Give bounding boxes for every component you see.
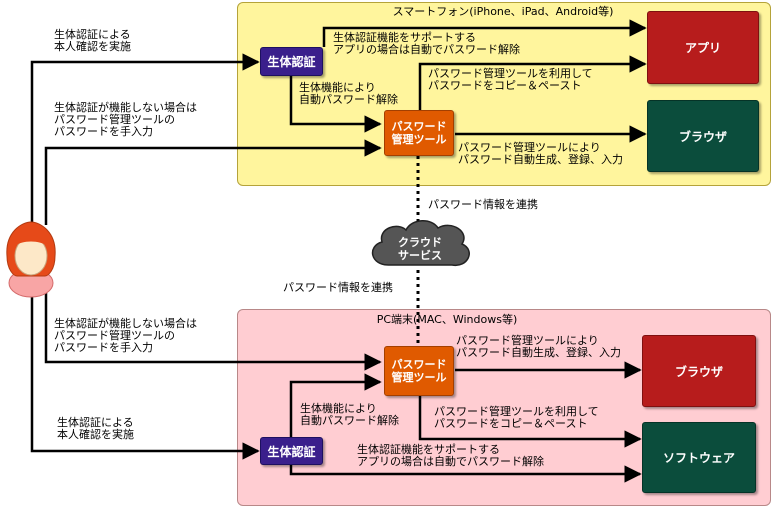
smartphone-zone-title: スマートフォン(iPhone、iPad、Android等) (392, 5, 614, 18)
arrow-sp-pwm-to-app (418, 55, 647, 110)
sp-biometric-auth-box: 生体認証 (260, 47, 323, 76)
arrow-user-to-pc-pwm (44, 290, 382, 371)
pc-software-box: ソフトウェア (642, 422, 756, 493)
cloud-shape (371, 220, 470, 266)
sp-browser-box: ブラウザ (647, 100, 759, 172)
label-sp-auto-unlock: 生体機能により 自動パスワード解除 (299, 81, 398, 106)
label-sync-bottom: パスワード情報を連携 (283, 281, 393, 294)
sp-app-box: アプリ (647, 11, 759, 84)
arrow-user-to-sp-auth (30, 53, 260, 225)
pc-zone-title: PC端末(MAC、Windows等) (376, 313, 518, 326)
pc-browser-box: ブラウザ (642, 335, 756, 407)
cloud-service-label: クラウド サービス (398, 236, 442, 262)
arrow-sp-auth-to-pwm (289, 76, 382, 133)
pc-password-manager-box: パスワード 管理ツール (384, 346, 454, 396)
sp-password-manager-box: パスワード 管理ツール (384, 110, 454, 156)
label-sp-support: 生体認証機能をサポートする アプリの場合は自動でパスワード解除 (333, 31, 520, 56)
arrow-user-to-pc-auth (30, 290, 260, 460)
label-sp-autogen: パスワード管理ツールにより パスワード自動生成、登録、入力 (458, 141, 623, 166)
label-user-bottom-manual: 生体認証が機能しない場合は パスワード管理ツールの パスワードを手入力 (54, 317, 197, 354)
label-pc-support: 生体認証機能をサポートする アプリの場合は自動でパスワード解除 (357, 443, 544, 468)
label-user-bottom-auth: 生体認証による 本人確認を実施 (57, 416, 134, 441)
arrow-pc-pwm-to-software (418, 396, 642, 448)
label-pc-copy-paste: パスワード管理ツールを利用して パスワードをコピー＆ペースト (434, 405, 599, 430)
label-sync-top: パスワード情報を連携 (428, 198, 538, 211)
arrow-sp-auth-to-app (322, 19, 647, 47)
label-pc-auto-unlock: 生体機能により 自動パスワード解除 (300, 402, 399, 427)
label-user-top-manual: 生体認証が機能しない場合は パスワード管理ツールの パスワードを手入力 (54, 101, 197, 138)
label-sp-copy-paste: パスワード管理ツールを利用して パスワードをコピー＆ペースト (428, 67, 593, 92)
arrow-pc-auth-to-pwm (289, 373, 382, 437)
pc-biometric-auth-box: 生体認証 (260, 437, 323, 465)
label-pc-autogen: パスワード管理ツールにより パスワード自動生成、登録、入力 (456, 334, 621, 359)
arrow-pc-auth-to-software (289, 465, 642, 483)
user-avatar (6, 221, 56, 298)
label-user-top-auth: 生体認証による 本人確認を実施 (54, 28, 131, 53)
arrow-user-to-sp-pwm (44, 139, 382, 225)
